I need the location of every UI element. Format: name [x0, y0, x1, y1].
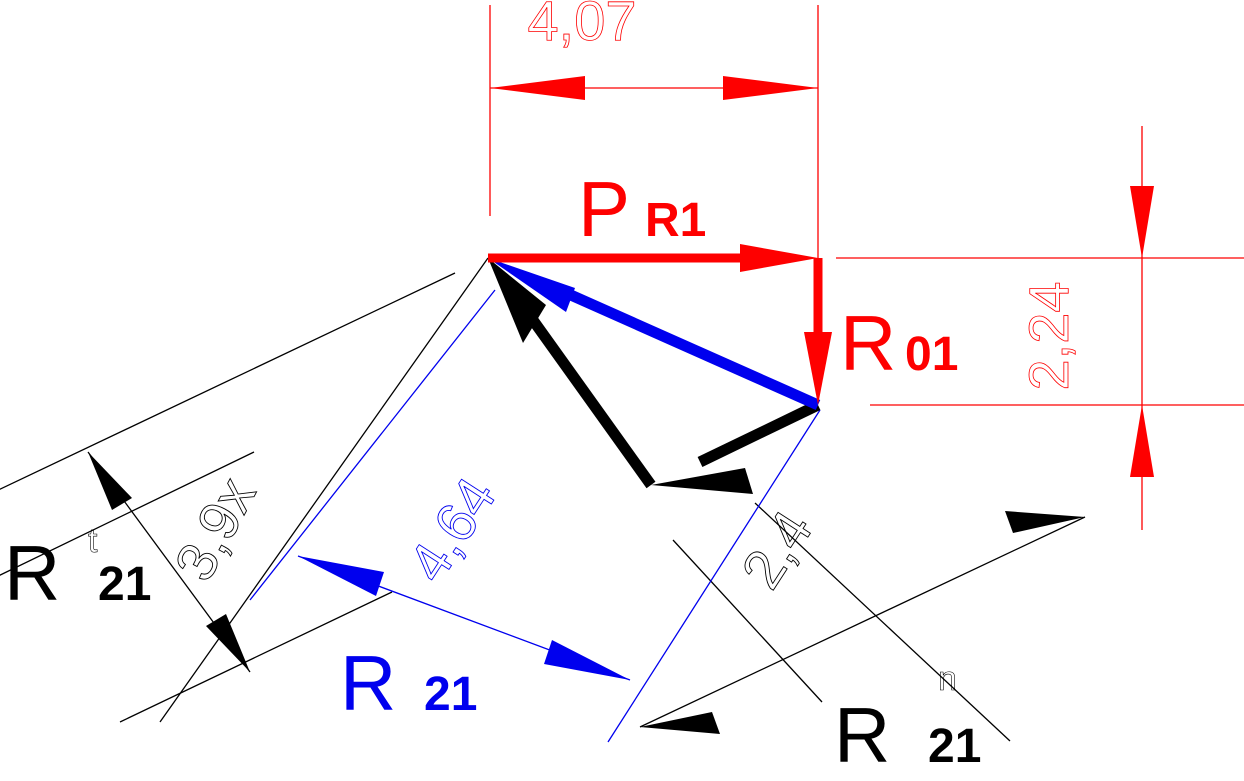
vector-r21-n [651, 400, 821, 494]
construction-lines-black [0, 257, 1086, 742]
vector-r21-t [488, 258, 656, 489]
vector-shaft [552, 282, 821, 411]
dimension-value-right: 2,24 [1017, 282, 1080, 391]
dimension-arrow-2-4-left-icon [640, 712, 720, 734]
vector-shaft [697, 400, 821, 467]
dimension-arrow-right-icon [723, 76, 818, 100]
label-r21-blue-main: R [340, 639, 396, 727]
construction-line-upper-left [0, 272, 456, 490]
construction-line-n-extension-a [754, 502, 1011, 742]
label-r21-n-sub: 21 [928, 720, 981, 773]
label-p-r1-sub: R1 [645, 194, 706, 247]
construction-line-blue-left [249, 289, 496, 601]
construction-lines-blue [249, 289, 821, 743]
dimension-arrow-3-9-top-icon [88, 452, 132, 510]
dimension-arrow-3-9-bottom-icon [206, 614, 250, 672]
label-r21-t-sub: 21 [98, 558, 151, 611]
construction-line-left-diagonal [159, 257, 489, 723]
label-r21-t-sup: t [88, 522, 98, 560]
label-r21-t-main: R [4, 529, 60, 617]
dimension-arrow-top-icon [1130, 186, 1154, 258]
dimension-arrow-bottom-icon [1130, 405, 1154, 477]
label-r21-n-sup: n [938, 660, 957, 698]
dimension-line-2-4 [639, 516, 1086, 728]
dimension-arrow-left-icon [490, 76, 585, 100]
label-r21-blue-sub: 21 [424, 668, 477, 721]
dimension-arrow-4-64-left-icon [298, 556, 384, 596]
label-r01-sub: 01 [905, 328, 958, 381]
vector-arrowhead-icon [488, 258, 575, 312]
label-r21-t: R t 21 [4, 522, 151, 617]
construction-line-n-extension-b [672, 539, 823, 703]
construction-line-t-extension-a [0, 451, 255, 576]
label-r01-main: R [840, 299, 896, 387]
vector-r01 [804, 258, 832, 405]
vector-arrowhead-icon [740, 244, 818, 272]
dimension-right-2-24: 2,24 [836, 126, 1244, 530]
vector-arrowhead-icon [651, 468, 753, 494]
label-r01: R 01 [840, 299, 958, 387]
label-p-r1: P R1 [578, 165, 706, 253]
label-p-r1-main: P [578, 165, 630, 253]
label-r21-blue: R 21 [340, 639, 477, 727]
label-r21-n-main: R [834, 691, 890, 779]
label-r21-n: R n 21 [834, 660, 981, 779]
vector-shaft [510, 291, 656, 489]
dimension-top-4-07: 4,07 [489, 0, 819, 258]
construction-line-t-extension-b [119, 591, 393, 723]
dimension-arrow-2-4-right-icon [1005, 511, 1085, 533]
vector-r21-resultant [488, 258, 821, 411]
vector-arrowhead-icon [488, 258, 546, 343]
dimension-arrow-4-64-right-icon [544, 640, 630, 680]
vector-p-r1 [488, 244, 818, 272]
vector-arrowhead-icon [804, 332, 832, 405]
dimension-value-top: 4,07 [528, 0, 637, 52]
construction-line-blue-right [607, 409, 821, 743]
